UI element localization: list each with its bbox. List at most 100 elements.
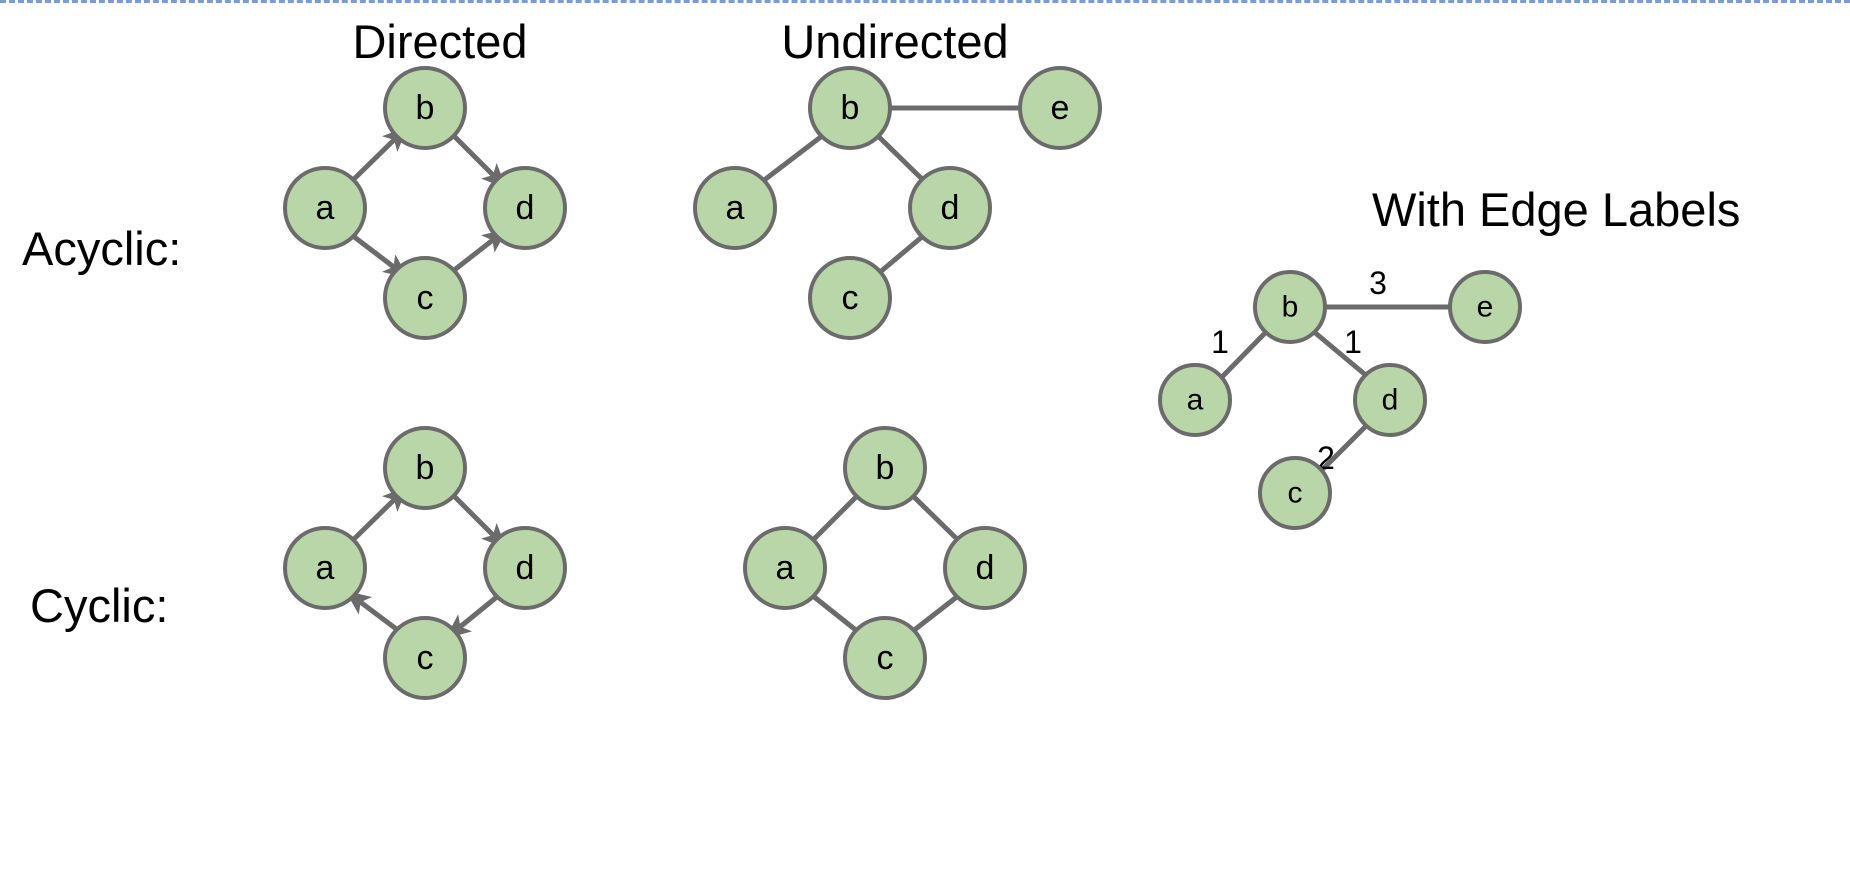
section-title-edge-labels: With Edge Labels: [1372, 183, 1741, 236]
edge-weight-b-e: 3: [1369, 265, 1387, 301]
node-c[interactable]: c: [1258, 456, 1332, 530]
node-label-e: e: [1477, 291, 1494, 324]
edge-d-to-c: [445, 594, 500, 639]
node-label-a: a: [1187, 384, 1204, 417]
edge-b-d: [1311, 329, 1370, 379]
edges-group: [1218, 304, 1452, 474]
edge-a-c: [811, 594, 859, 633]
edge-c-d: [877, 234, 925, 275]
node-d[interactable]: d: [908, 166, 992, 250]
node-label-b: b: [876, 449, 895, 487]
node-d[interactable]: d: [483, 166, 567, 250]
node-circle-c: [843, 616, 927, 700]
node-label-b: b: [416, 89, 435, 127]
node-label-d: d: [1382, 384, 1399, 417]
edge-weight-a-b: 1: [1211, 324, 1229, 360]
row-label-acyclic: Acyclic:: [22, 222, 182, 275]
node-a[interactable]: a: [743, 526, 827, 610]
edge-a-to-b: [351, 126, 408, 182]
node-circle-d: [908, 166, 992, 250]
graph-undirected-acyclic: a b c d e: [693, 66, 1102, 340]
node-e[interactable]: e: [1448, 270, 1522, 344]
node-b[interactable]: b: [808, 66, 892, 150]
node-circle-b: [383, 66, 467, 150]
dashed-top-rule: [0, 0, 1850, 3]
node-circle-b: [843, 426, 927, 510]
node-circle-a: [283, 526, 367, 610]
edge-a-b: [1218, 328, 1270, 381]
node-label-b: b: [841, 89, 860, 127]
node-a[interactable]: a: [283, 166, 367, 250]
row-label-cyclic: Cyclic:: [30, 579, 169, 632]
node-label-d: d: [516, 549, 535, 587]
edge-c-d: [911, 594, 960, 633]
node-d[interactable]: d: [943, 526, 1027, 610]
edges-group: [761, 105, 1020, 275]
node-c[interactable]: c: [383, 256, 467, 340]
node-c[interactable]: c: [808, 256, 892, 340]
node-b[interactable]: b: [383, 426, 467, 510]
node-circle-b: [383, 426, 467, 510]
edges-group: [345, 486, 507, 639]
node-label-a: a: [316, 189, 335, 227]
node-circle-d: [1353, 363, 1427, 437]
node-label-a: a: [726, 189, 745, 227]
node-label-c: c: [417, 639, 434, 677]
graph-weighted-edge-labels: 1 3 1 2 a b c d e: [1158, 265, 1522, 530]
node-b[interactable]: b: [843, 426, 927, 510]
node-circle-e: [1448, 270, 1522, 344]
node-label-c: c: [877, 639, 894, 677]
node-circle-a: [693, 166, 777, 250]
edge-c-to-d: [451, 228, 508, 273]
node-e[interactable]: e: [1018, 66, 1102, 150]
graph-directed-acyclic: a b c d: [283, 66, 567, 340]
node-d[interactable]: d: [1353, 363, 1427, 437]
node-b[interactable]: b: [1253, 270, 1327, 344]
graph-undirected-cyclic: a b c d: [743, 426, 1027, 700]
edge-b-to-d: [451, 133, 507, 189]
node-circle-a: [743, 526, 827, 610]
node-a[interactable]: a: [283, 526, 367, 610]
node-circle-b: [808, 66, 892, 150]
node-circle-d: [483, 526, 567, 610]
edge-b-to-d: [451, 493, 507, 549]
edges-group: [351, 126, 508, 279]
node-label-a: a: [776, 549, 795, 587]
node-label-d: d: [941, 189, 960, 227]
graph-directed-cyclic: a b c d: [283, 426, 567, 700]
edge-a-to-c: [351, 234, 409, 279]
edge-weight-b-d: 1: [1344, 324, 1362, 360]
column-header-undirected: Undirected: [781, 15, 1009, 68]
node-circle-d: [483, 166, 567, 250]
node-label-c: c: [417, 279, 434, 317]
node-circle-c: [383, 256, 467, 340]
node-label-c: c: [1288, 477, 1303, 510]
node-label-a: a: [316, 549, 335, 587]
column-header-directed: Directed: [352, 15, 528, 68]
node-d[interactable]: d: [483, 526, 567, 610]
node-circle-b: [1253, 270, 1327, 344]
node-label-d: d: [976, 549, 995, 587]
node-circle-d: [943, 526, 1027, 610]
node-label-b: b: [1282, 291, 1299, 324]
edge-weights-group: 1 3 1 2: [1211, 265, 1387, 476]
node-c[interactable]: c: [383, 616, 467, 700]
node-a[interactable]: a: [693, 166, 777, 250]
node-label-c: c: [842, 279, 859, 317]
edge-b-d: [876, 134, 925, 182]
node-circle-a: [283, 166, 367, 250]
node-b[interactable]: b: [383, 66, 467, 150]
edge-c-to-a: [345, 590, 401, 633]
node-label-e: e: [1051, 89, 1070, 127]
edge-a-b: [811, 494, 859, 542]
node-label-b: b: [416, 449, 435, 487]
node-c[interactable]: c: [843, 616, 927, 700]
edge-b-d: [911, 494, 960, 542]
node-a[interactable]: a: [1158, 363, 1232, 437]
node-label-d: d: [516, 189, 535, 227]
edge-weight-c-d: 2: [1317, 440, 1335, 476]
node-circle-c: [383, 616, 467, 700]
node-circle-a: [1158, 363, 1232, 437]
edge-a-b: [761, 134, 824, 183]
